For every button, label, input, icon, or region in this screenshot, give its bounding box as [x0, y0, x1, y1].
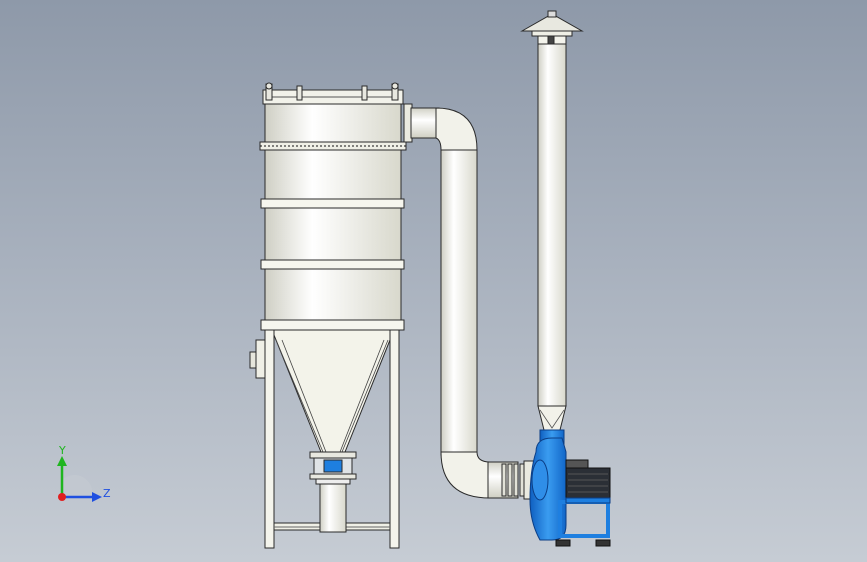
support-leg-right [389, 329, 400, 549]
motor-body [565, 467, 611, 501]
coordinate-triad: Y Z [57, 444, 111, 502]
collector-band-2 [260, 259, 405, 270]
triad-sector [62, 474, 93, 497]
y-axis-label: Y [58, 444, 66, 457]
z-axis-label: Z [103, 487, 111, 500]
x-axis-origin-dot [58, 493, 66, 501]
collector-upper-body [264, 103, 402, 145]
outlet-duct[interactable] [403, 103, 535, 500]
stack-transition [537, 405, 567, 431]
side-inlet [255, 339, 266, 379]
collector-band-3 [260, 319, 405, 331]
stack-pipe [537, 43, 567, 407]
exhaust-stack[interactable] [520, 10, 584, 431]
blower-motor[interactable] [565, 459, 611, 504]
rotary-valve-flange [309, 451, 357, 459]
duct-vertical [440, 149, 478, 456]
collector-band-1 [260, 198, 405, 209]
discharge-chute [319, 481, 347, 533]
duct-elbow-top [435, 107, 478, 151]
lid-bolts [265, 82, 399, 101]
blower-base-frame [558, 500, 610, 538]
dust-collector[interactable] [249, 82, 407, 549]
support-leg-left [264, 329, 275, 549]
centrifugal-blower[interactable] [529, 429, 611, 547]
collector-cylinder [264, 149, 402, 321]
duct-elbow-bottom [440, 451, 491, 499]
duct-flex-joint [501, 463, 525, 497]
hopper-cone [271, 329, 395, 453]
blower-inlet [531, 459, 549, 501]
